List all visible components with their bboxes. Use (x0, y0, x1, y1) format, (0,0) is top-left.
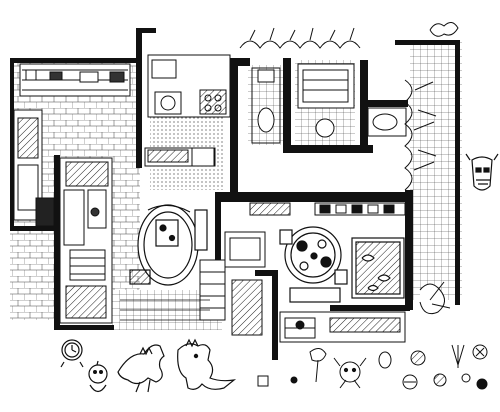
stair-marks (120, 299, 210, 321)
desk-area (59, 157, 113, 324)
small-objects (257, 344, 488, 390)
lower-room (279, 311, 406, 343)
toilet-room (251, 67, 281, 144)
dining-area (279, 226, 348, 303)
balcony-tiles (410, 40, 462, 300)
kitchen-counter (144, 54, 231, 167)
wall-shelf (249, 202, 406, 216)
outer-walls (10, 28, 460, 360)
bathroom (297, 63, 407, 138)
kewpie-doll (88, 360, 108, 393)
alarm-clock (60, 339, 84, 368)
tv-shelf (199, 231, 266, 336)
balcony-plants (239, 22, 459, 315)
figures-row (60, 153, 499, 393)
godzilla-figure-left (117, 344, 165, 393)
godzilla-figure-right (177, 338, 237, 390)
aquarium-room (351, 237, 405, 299)
living-room (129, 204, 208, 286)
left-room (13, 63, 131, 227)
tribal-mask (465, 153, 499, 191)
